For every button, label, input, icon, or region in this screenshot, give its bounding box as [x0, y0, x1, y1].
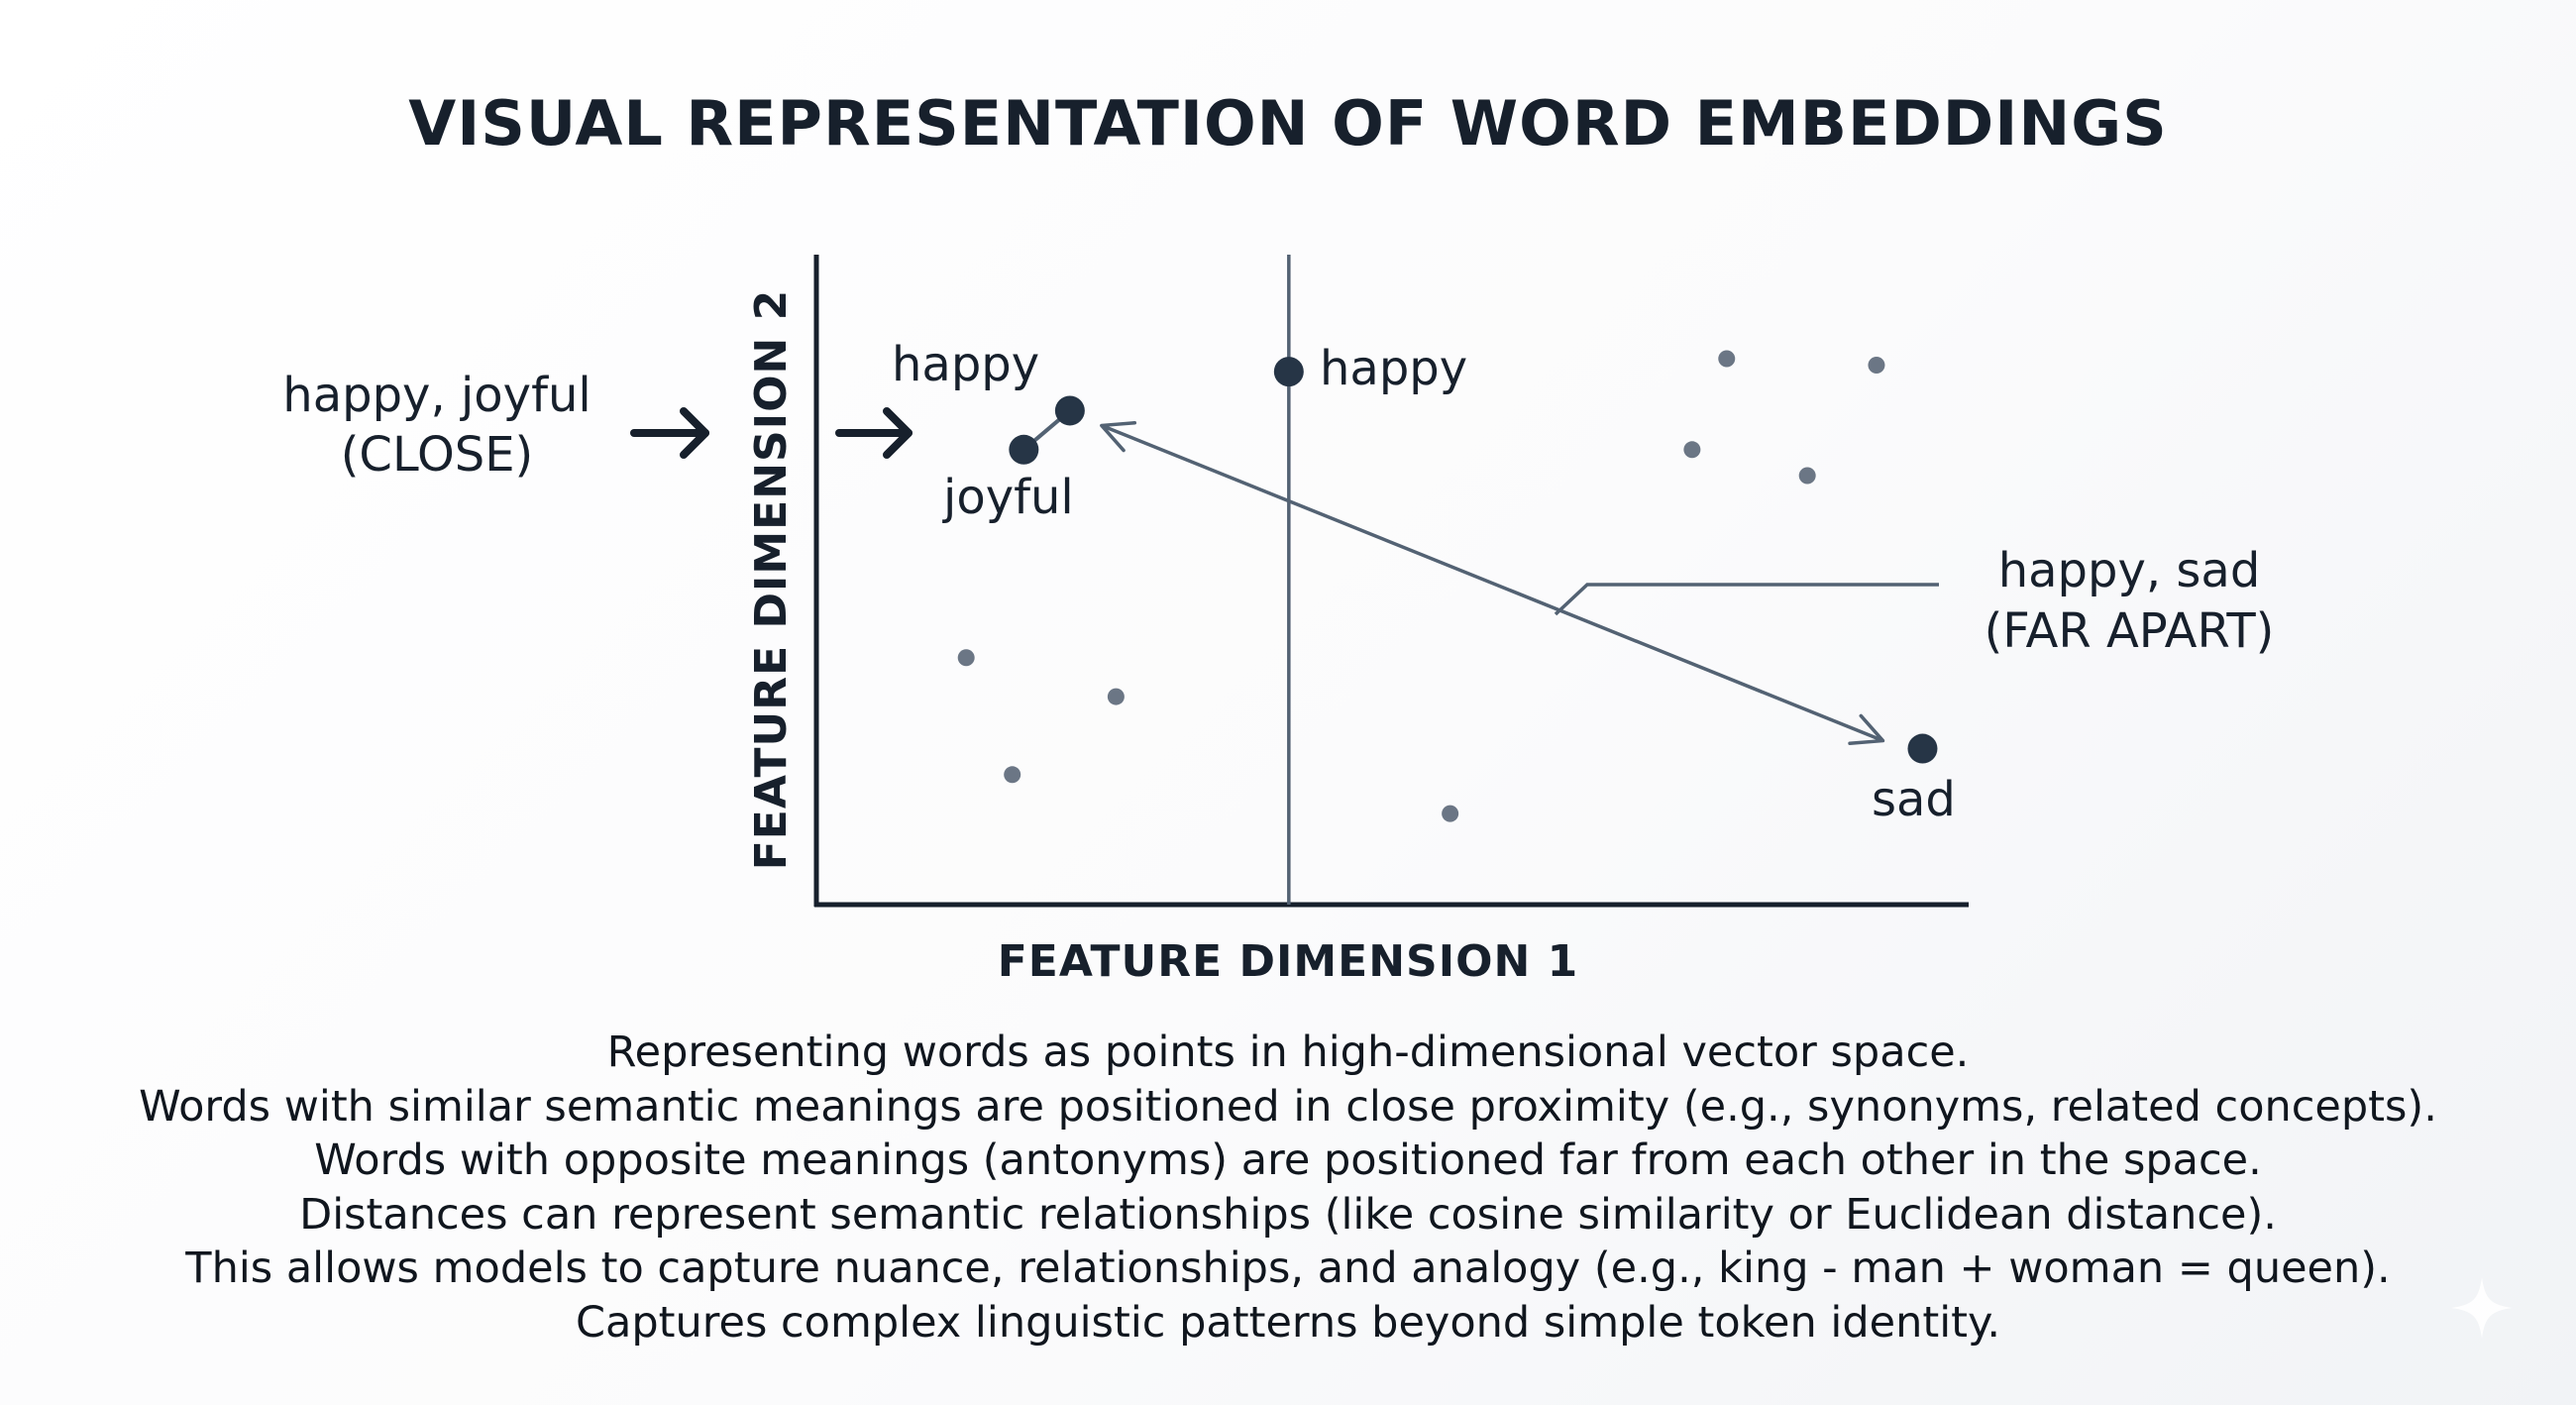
x-axis-label: FEATURE DIMENSION 1 [998, 936, 1579, 987]
far-arrow-head-happy [1100, 421, 1137, 453]
description-block: Representing words as points in high-dim… [0, 1026, 2576, 1350]
arrow-right-icon [835, 407, 912, 459]
word-label-happy: happy [892, 337, 1039, 392]
far-arrow-head-sad [1848, 713, 1885, 745]
sparkle-icon [2451, 1277, 2513, 1339]
far-apart-arrow [1101, 423, 1884, 743]
far-callout-line1: happy, sad [1998, 543, 2261, 598]
far-callout-line2: (FAR APART) [1985, 603, 2275, 659]
word-label-joyful: joyful [942, 470, 1074, 525]
embedding-scatter-plot: happy joyful happy sad FEATURE DIMENSION… [282, 255, 2275, 987]
word-point-joyful [1009, 434, 1039, 465]
embedding-point [1683, 441, 1701, 459]
close-callout-line2: (CLOSE) [341, 427, 534, 483]
description-line: This allows models to capture nuance, re… [185, 1243, 2391, 1293]
far-apart-leader-line [1554, 583, 1939, 616]
embedding-point [1107, 688, 1125, 705]
embedding-point [1442, 805, 1459, 822]
word-label-sad: sad [1872, 772, 1956, 827]
description-line: Captures complex linguistic patterns bey… [575, 1297, 2000, 1348]
y-axis-label: FEATURE DIMENSION 2 [746, 289, 797, 871]
embedding-point [1004, 766, 1021, 784]
description-line: Words with opposite meanings (antonyms) … [314, 1135, 2262, 1185]
arrow-right-icon [630, 407, 709, 459]
embedding-point [1868, 357, 1885, 375]
word-point-happy-secondary [1273, 357, 1304, 387]
embedding-point [1718, 350, 1736, 368]
word-point-sad [1907, 733, 1938, 764]
word-point-happy [1054, 395, 1085, 426]
close-callout-line1: happy, joyful [282, 368, 590, 423]
description-line: Representing words as points in high-dim… [606, 1027, 1970, 1077]
page-title: VISUAL REPRESENTATION OF WORD EMBEDDINGS [408, 87, 2168, 160]
description-line: Distances can represent semantic relatio… [299, 1189, 2277, 1240]
embedding-point [957, 649, 975, 667]
word-label-happy-secondary: happy [1320, 341, 1467, 396]
description-line: Words with similar semantic meanings are… [139, 1081, 2437, 1132]
embedding-point [1798, 467, 1816, 485]
